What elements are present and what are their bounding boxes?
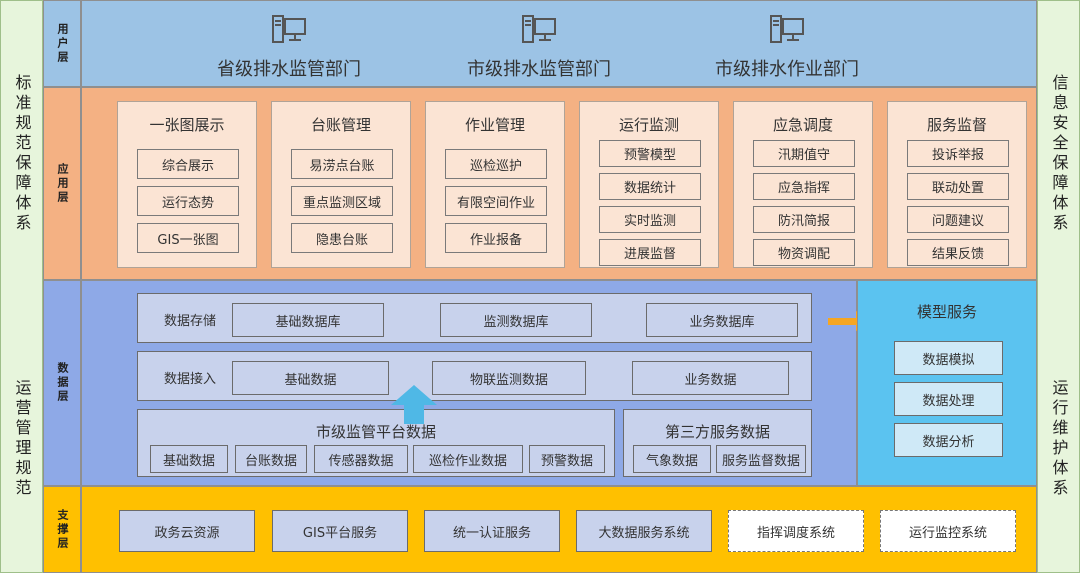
data-access-row: 数据接入 基础数据 物联监测数据 业务数据 xyxy=(137,351,812,401)
app-card-item: 汛期值守 xyxy=(753,140,855,167)
data-storage-row: 数据存储 基础数据库 监测数据库 业务数据库 xyxy=(137,293,812,343)
city-platform-item: 传感器数据 xyxy=(314,445,408,473)
support-item: 政务云资源 xyxy=(119,510,255,552)
app-card-item: 作业报备 xyxy=(445,223,547,253)
model-service-item: 数据分析 xyxy=(894,423,1003,457)
app-card-title: 服务监督 xyxy=(926,116,987,134)
side-right-top-label: 信息安全保障体系 xyxy=(1049,73,1069,234)
city-platform-item: 预警数据 xyxy=(529,445,605,473)
side-left-bottom-label: 运营管理规范 xyxy=(12,379,32,500)
support-item: 大数据服务系统 xyxy=(576,510,712,552)
app-layer: 一张图展示 综合展示 运行态势 GIS一张图 台账管理 易涝点台账 重点监测区域… xyxy=(81,87,1037,280)
city-platform-item: 台账数据 xyxy=(235,445,307,473)
right-side-column: 信息安全保障体系 运行维护体系 xyxy=(1037,0,1080,573)
app-card-item: 预警模型 xyxy=(599,140,701,167)
model-service-item: 数据处理 xyxy=(894,382,1003,416)
side-left-top-label: 标准规范保障体系 xyxy=(12,73,32,234)
app-card-title: 作业管理 xyxy=(464,116,525,134)
app-card-title: 运行监测 xyxy=(618,116,679,134)
city-platform-item: 基础数据 xyxy=(150,445,228,473)
data-storage-label: 数据存储 xyxy=(164,314,217,329)
support-layer: 政务云资源 GIS平台服务 统一认证服务 大数据服务系统 指挥调度系统 运行监控… xyxy=(81,486,1037,573)
data-storage-item: 业务数据库 xyxy=(646,303,798,337)
support-item: 运行监控系统 xyxy=(880,510,1016,552)
left-side-column: 标准规范保障体系 运营管理规范 xyxy=(0,0,43,573)
data-access-item: 物联监测数据 xyxy=(432,361,586,395)
third-party-data: 第三方服务数据 气象数据 服务监督数据 xyxy=(623,409,812,477)
app-card-item: 综合展示 xyxy=(137,149,239,179)
department-name: 市级排水作业部门 xyxy=(715,59,859,80)
department-city-operation: 市级排水作业部门 xyxy=(682,15,892,81)
data-layer: 数据存储 基础数据库 监测数据库 业务数据库 数据接入 基础数据 物联监测数据 … xyxy=(81,280,876,486)
app-card-item: 实时监测 xyxy=(599,206,701,233)
app-card-item: 防汛简报 xyxy=(753,206,855,233)
city-platform-title: 市级监管平台数据 xyxy=(315,423,436,441)
city-platform-item: 巡检作业数据 xyxy=(413,445,523,473)
app-card-item: 问题建议 xyxy=(907,206,1009,233)
side-right-bottom-label: 运行维护体系 xyxy=(1049,379,1069,500)
computer-icon xyxy=(770,15,804,51)
app-card-item: 物资调配 xyxy=(753,239,855,266)
app-card-item: GIS一张图 xyxy=(137,223,239,253)
user-layer: 省级排水监管部门 市级排水监管部门 市级排水作业 xyxy=(81,0,1037,87)
data-storage-item: 基础数据库 xyxy=(232,303,384,337)
model-service-title: 模型服务 xyxy=(916,303,977,321)
app-card-item: 隐患台账 xyxy=(291,223,393,253)
computer-icon xyxy=(522,15,556,51)
app-card-service-supervision: 服务监督 投诉举报 联动处置 问题建议 结果反馈 xyxy=(887,101,1027,268)
data-storage-item: 监测数据库 xyxy=(440,303,592,337)
app-card-operation: 作业管理 巡检巡护 有限空间作业 作业报备 xyxy=(425,101,565,268)
up-arrow-icon xyxy=(389,383,439,429)
department-city-supervision: 市级排水监管部门 xyxy=(434,15,644,81)
model-service: 模型服务 数据模拟 数据处理 数据分析 xyxy=(857,280,1037,486)
department-name: 省级排水监管部门 xyxy=(217,59,361,80)
app-card-item: 联动处置 xyxy=(907,173,1009,200)
app-card-monitoring: 运行监测 预警模型 数据统计 实时监测 进展监督 xyxy=(579,101,719,268)
third-party-item: 服务监督数据 xyxy=(716,445,806,473)
support-item: 统一认证服务 xyxy=(424,510,560,552)
third-party-title: 第三方服务数据 xyxy=(664,423,770,441)
app-card-item: 重点监测区域 xyxy=(291,186,393,216)
app-card-item: 投诉举报 xyxy=(907,140,1009,167)
app-layer-label: 应用层 xyxy=(43,87,81,280)
app-card-item: 应急指挥 xyxy=(753,173,855,200)
app-card-item: 数据统计 xyxy=(599,173,701,200)
app-card-item: 有限空间作业 xyxy=(445,186,547,216)
app-card-emergency: 应急调度 汛期值守 应急指挥 防汛简报 物资调配 xyxy=(733,101,873,268)
support-item: GIS平台服务 xyxy=(272,510,408,552)
third-party-item: 气象数据 xyxy=(633,445,711,473)
app-card-item: 运行态势 xyxy=(137,186,239,216)
data-layer-label: 数据层 xyxy=(43,280,81,486)
data-access-item: 基础数据 xyxy=(232,361,389,395)
app-card-ledger: 台账管理 易涝点台账 重点监测区域 隐患台账 xyxy=(271,101,411,268)
app-card-item: 结果反馈 xyxy=(907,239,1009,266)
support-layer-label: 支撑层 xyxy=(43,486,81,573)
app-card-item: 进展监督 xyxy=(599,239,701,266)
app-card-item: 易涝点台账 xyxy=(291,149,393,179)
data-access-item: 业务数据 xyxy=(632,361,789,395)
support-item: 指挥调度系统 xyxy=(728,510,864,552)
model-service-item: 数据模拟 xyxy=(894,341,1003,375)
app-card-title: 一张图展示 xyxy=(149,116,225,134)
app-card-map-display: 一张图展示 综合展示 运行态势 GIS一张图 xyxy=(117,101,257,268)
app-card-title: 应急调度 xyxy=(772,116,833,134)
department-name: 市级排水监管部门 xyxy=(467,59,611,80)
data-access-label: 数据接入 xyxy=(164,372,217,387)
department-provincial: 省级排水监管部门 xyxy=(184,15,394,81)
app-card-title: 台账管理 xyxy=(310,116,371,134)
user-layer-label: 用户层 xyxy=(43,0,81,87)
city-platform-data: 市级监管平台数据 基础数据 台账数据 传感器数据 巡检作业数据 预警数据 xyxy=(137,409,615,477)
app-card-item: 巡检巡护 xyxy=(445,149,547,179)
computer-icon xyxy=(272,15,306,51)
